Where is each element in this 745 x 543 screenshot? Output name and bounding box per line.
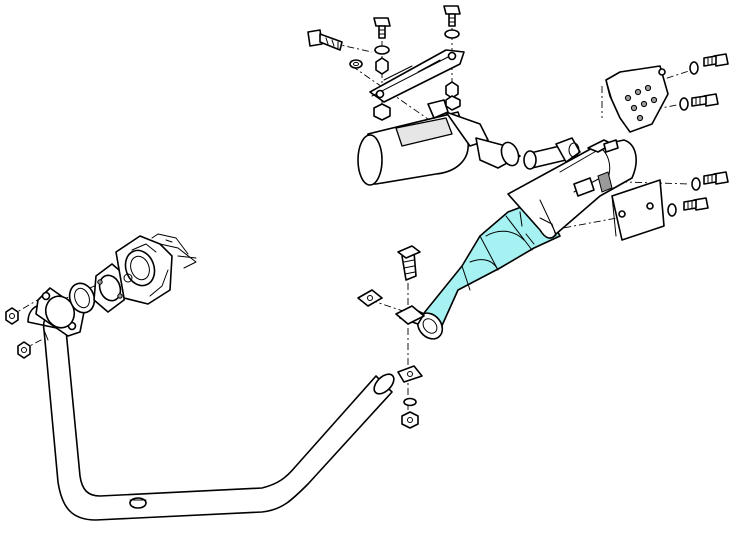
rear-muffler-section <box>507 139 637 239</box>
bolt-right-1 <box>703 53 729 67</box>
support-hardware-stack <box>397 365 423 429</box>
nut-top-b <box>445 81 459 99</box>
washer-top-a <box>374 45 390 55</box>
muffler-end-cap <box>357 134 383 186</box>
support-clip-lower <box>397 365 423 383</box>
rear-section-sensor-port <box>597 171 613 193</box>
catalytic-converter-body <box>419 199 561 331</box>
bolt-right-4 <box>683 197 709 211</box>
rear-mounting-bracket <box>605 65 669 133</box>
exhaust-manifold-flange <box>115 233 197 305</box>
nut-hanger-left <box>373 103 391 121</box>
muffler-coupler <box>523 137 581 170</box>
front-pipe-flange <box>35 287 85 337</box>
bolt-top-b <box>443 5 461 27</box>
support-washer <box>403 397 417 407</box>
washer-left <box>349 59 363 69</box>
heat-shield-plate <box>611 179 665 241</box>
flange-gaskets <box>68 263 127 314</box>
bolt-top-a <box>373 17 391 39</box>
bolt-right-2 <box>691 93 719 107</box>
flange-nut-top <box>5 307 19 325</box>
bolt-top-left-long <box>307 29 343 51</box>
flange-nut-bottom <box>17 341 31 359</box>
bolt-right-3 <box>703 171 729 185</box>
assembly-centerlines <box>9 18 693 422</box>
washer-right-2 <box>679 97 689 111</box>
washer-right-3 <box>691 177 701 191</box>
nut-hanger-right <box>445 95 461 111</box>
washer-right-4 <box>667 203 677 217</box>
muffler-hanger-bracket <box>369 49 465 103</box>
support-nut <box>401 411 419 429</box>
center-support-bracket <box>357 245 425 325</box>
front-exhaust-pipe <box>27 303 395 521</box>
centerline-bolt-right-4 <box>519 209 661 237</box>
pipe-open-end <box>373 373 395 395</box>
muffler <box>357 99 521 186</box>
nut-top-a <box>375 57 389 75</box>
support-clip <box>357 289 383 307</box>
washer-right-1 <box>689 61 699 75</box>
muffler-shield-band <box>395 117 453 147</box>
washer-top-b <box>444 29 460 39</box>
centerline-bolt-left <box>317 39 373 53</box>
